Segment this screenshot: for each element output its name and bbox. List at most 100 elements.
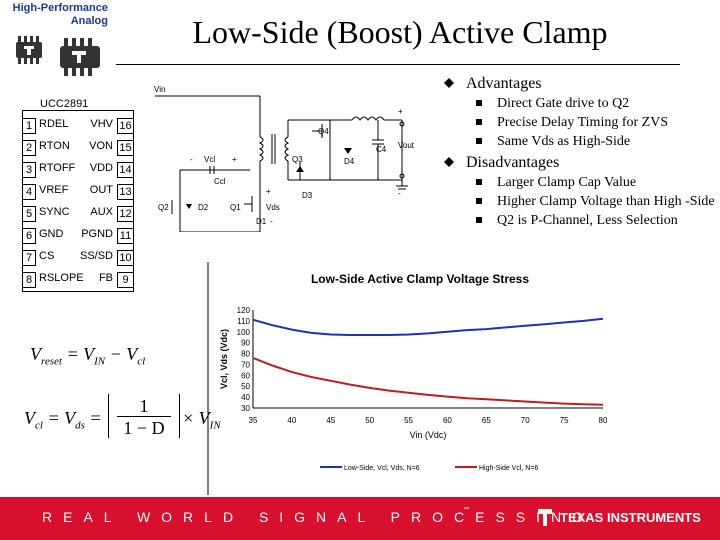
diamond-bullet-icon [444,157,454,167]
label-vout-minus: - [398,189,401,198]
x-tick-label: 60 [443,416,452,425]
pin-number: 12 [117,206,134,222]
square-bullet-icon [476,217,482,223]
ic-package-icon [16,36,100,76]
logo-line-2: Analog [70,15,108,27]
y-tick-label: 40 [241,393,250,402]
label-q2: Q2 [158,203,169,212]
label-q3: Q3 [292,155,303,164]
pin-name: RDEL [39,118,69,130]
pin-number: 10 [117,250,134,266]
x-tick-label: 65 [482,416,491,425]
pin-name: AUX [90,206,113,218]
label-d2: D2 [198,203,209,212]
pin-name: CS [39,250,55,262]
x-tick-label: 70 [521,416,530,425]
equation-vreset: Vreset = VIN − Vcl [30,344,146,368]
pin-number: 5 [22,206,36,222]
pin-number: 2 [22,140,36,156]
schematic: Vin Vcl - + Ccl Q4 D4 C4 Vout + - Q3 D3 … [154,85,415,232]
pin-number: 9 [117,272,134,288]
bullet-list: Advantages Direct Gate drive to Q2 Preci… [442,74,717,232]
y-tick-label: 110 [237,317,250,326]
y-tick-label: 30 [241,404,250,413]
pin-name: RSLOPE [39,272,84,284]
label-q1: Q1 [230,203,241,212]
y-tick-label: 70 [241,360,250,369]
label-q4: Q4 [318,127,329,136]
pin-number: 14 [117,162,134,178]
x-tick-label: 80 [599,416,608,425]
label-vin: Vin [154,85,165,94]
label-d4: D4 [344,157,355,166]
legend-label: Low-Side, Vcl, Vds, N=6 [344,465,420,472]
x-tick-label: 35 [249,416,258,425]
advantages-heading: Advantages [442,74,717,93]
x-tick-label: 50 [365,416,374,425]
pin-number: 7 [22,250,36,266]
label-d1: D1 [256,217,267,226]
logo-line-1: High-Performance [12,2,108,14]
disadvantage-item: Q2 is P-Channel, Less Selection [442,213,717,228]
y-tick-label: 120 [237,306,251,315]
pin-name: FB [98,272,113,284]
pin-name: VON [89,140,113,152]
pin-number: 16 [117,118,134,134]
legend-label: High-Side Vcl, N=6 [479,465,538,472]
y-tick-label: 90 [241,339,250,348]
label-vds-minus: - [270,217,273,226]
ti-logo-icon [538,509,552,526]
square-bullet-icon [476,198,482,204]
pin-name: SYNC [39,206,70,218]
footer-trademark: ™ [463,507,469,513]
pin-name: VDD [89,162,113,174]
disadvantage-item: Larger Clamp Cap Value [442,175,717,190]
label-c4: C4 [376,145,387,154]
label-vcl: Vcl [204,155,215,164]
pin-name: GND [39,228,64,240]
pin-name: VHV [90,118,113,130]
y-tick-label: 80 [241,350,250,359]
x-tick-label: 55 [404,416,413,425]
label-vds-plus: + [266,187,271,196]
y-tick-label: 50 [241,382,250,391]
disadvantage-item: Higher Clamp Voltage than High -Side [442,194,717,209]
label-vds: Vds [266,203,280,212]
advantage-item: Same Vds as High-Side [442,134,717,149]
ti-brand: TEXAS INSTRUMENTS [560,510,701,525]
label-vout-plus: + [398,107,403,116]
pin-number: 4 [22,184,36,200]
pin-number: 8 [22,272,36,288]
pin-number: 6 [22,228,36,244]
pin-name: VREF [39,184,69,196]
advantage-item: Precise Delay Timing for ZVS [442,115,717,130]
label-vout: Vout [398,141,415,150]
pin-name: OUT [89,184,113,196]
label-ccl: Ccl [214,177,226,186]
label-vcl-minus: - [190,155,193,164]
label-d3: D3 [302,191,313,200]
pin-name: RTOFF [39,162,76,174]
x-tick-label: 45 [326,416,335,425]
y-tick-label: 100 [237,328,251,337]
title-divider [116,64,680,65]
series-line-1 [252,356,604,406]
square-bullet-icon [476,138,482,144]
slide-title: Low-Side (Boost) Active Clamp [192,14,608,50]
diamond-bullet-icon [444,78,454,88]
pin-name: PGND [81,228,113,240]
square-bullet-icon [476,179,482,185]
pin-number: 3 [22,162,36,178]
chart-title: Low-Side Active Clamp Voltage Stress [310,272,530,286]
pin-name: RTON [39,140,70,152]
y-tick-label: 60 [241,371,250,380]
